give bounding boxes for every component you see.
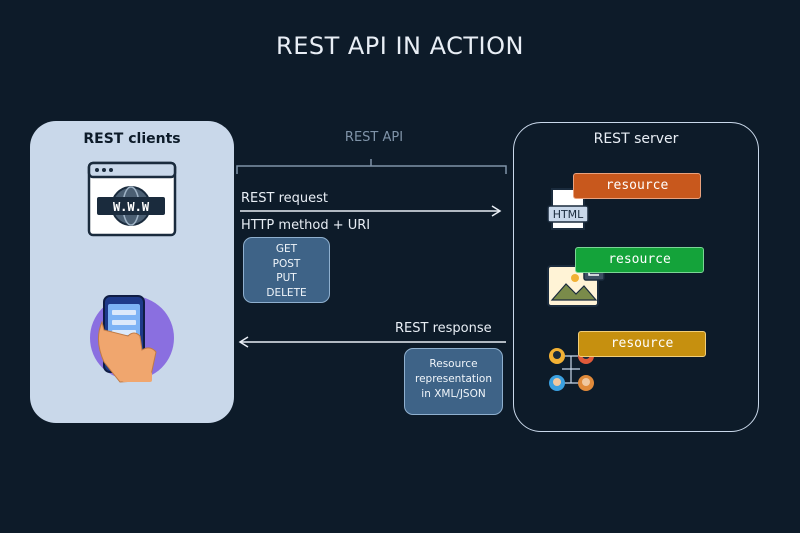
rest-api-label: REST API [344,130,404,145]
browser-www-text: W.W.W [113,200,150,214]
method-get: GET [275,243,298,255]
method-post: POST [272,257,301,270]
method-delete: DELETE [266,286,307,299]
resource-tag-2: resource [575,247,704,273]
resource-tag-1: resource [573,173,701,199]
rest-response-label: REST response [395,321,492,336]
representation-line-1: Resource [429,358,478,370]
rest-server-label: REST server [593,131,679,147]
api-bracket [236,159,507,174]
representation-line-2: representation [414,373,492,385]
html-icon-text: HTML [553,208,584,221]
method-put: PUT [276,272,297,284]
resource-tag-3: resource [578,331,706,357]
rest-clients-label: REST clients [83,131,181,147]
browser-window-icon [87,161,177,237]
http-methods-box: GET POST PUT DELETE [243,237,330,303]
representation-line-3: in XML/JSON [421,388,486,400]
people-network-icon [549,348,594,391]
rest-server-panel: REST server [513,122,759,432]
mobile-phone-icon [90,295,174,383]
rest-request-label: REST request [241,191,328,206]
html-document-icon [547,188,589,230]
diagram-title: REST API IN ACTION [276,32,524,60]
resource-representation-box: Resource representation in XML/JSON [404,348,503,415]
request-arrow [240,205,502,217]
http-method-uri-label: HTTP method + URI [241,218,371,233]
response-arrow [238,336,506,348]
